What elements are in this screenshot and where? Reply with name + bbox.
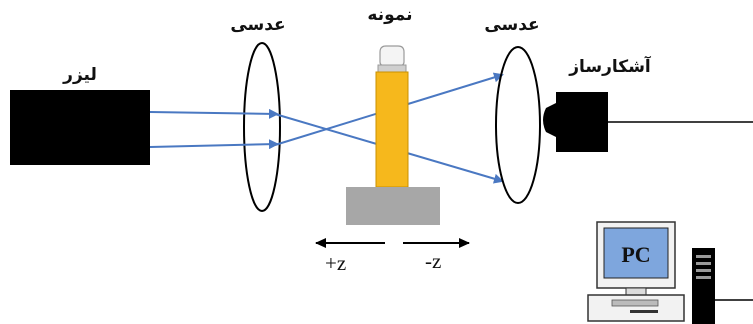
sample-cap <box>379 45 405 67</box>
laser-beams <box>149 72 504 184</box>
sample-label: نمونه <box>367 5 412 25</box>
sample-cuvette <box>375 71 409 188</box>
monitor-stand <box>625 287 647 296</box>
beam-lower-segment-1 <box>149 139 279 150</box>
tower-slot-1 <box>696 255 711 258</box>
tower-slot-2 <box>696 262 711 265</box>
z-minus-label: -z <box>425 249 441 273</box>
laser-label: لیزر <box>62 65 97 85</box>
tower-slot-3 <box>696 269 711 272</box>
z-plus-label: +z <box>325 251 346 275</box>
drive-bay <box>611 299 659 307</box>
sample-neck <box>377 64 407 73</box>
beam-upper-segment-1 <box>149 108 279 119</box>
right-lens <box>495 46 541 204</box>
drive-slot <box>630 310 658 313</box>
computer: PC <box>587 221 753 324</box>
left-lens <box>243 42 281 212</box>
translation-stage <box>346 187 440 225</box>
detector-body <box>556 92 608 152</box>
desktop-base <box>587 294 685 322</box>
left-lens-label: عدسی <box>230 15 285 35</box>
monitor-screen <box>603 227 669 279</box>
detector-window <box>543 102 558 138</box>
laser-body <box>10 90 150 165</box>
tower-slot-4 <box>696 276 711 279</box>
computer-label: PC <box>621 242 650 267</box>
right-lens-label: عدسی <box>484 15 539 35</box>
tower-body <box>692 248 715 324</box>
detector-label: آشکارساز <box>568 55 652 77</box>
